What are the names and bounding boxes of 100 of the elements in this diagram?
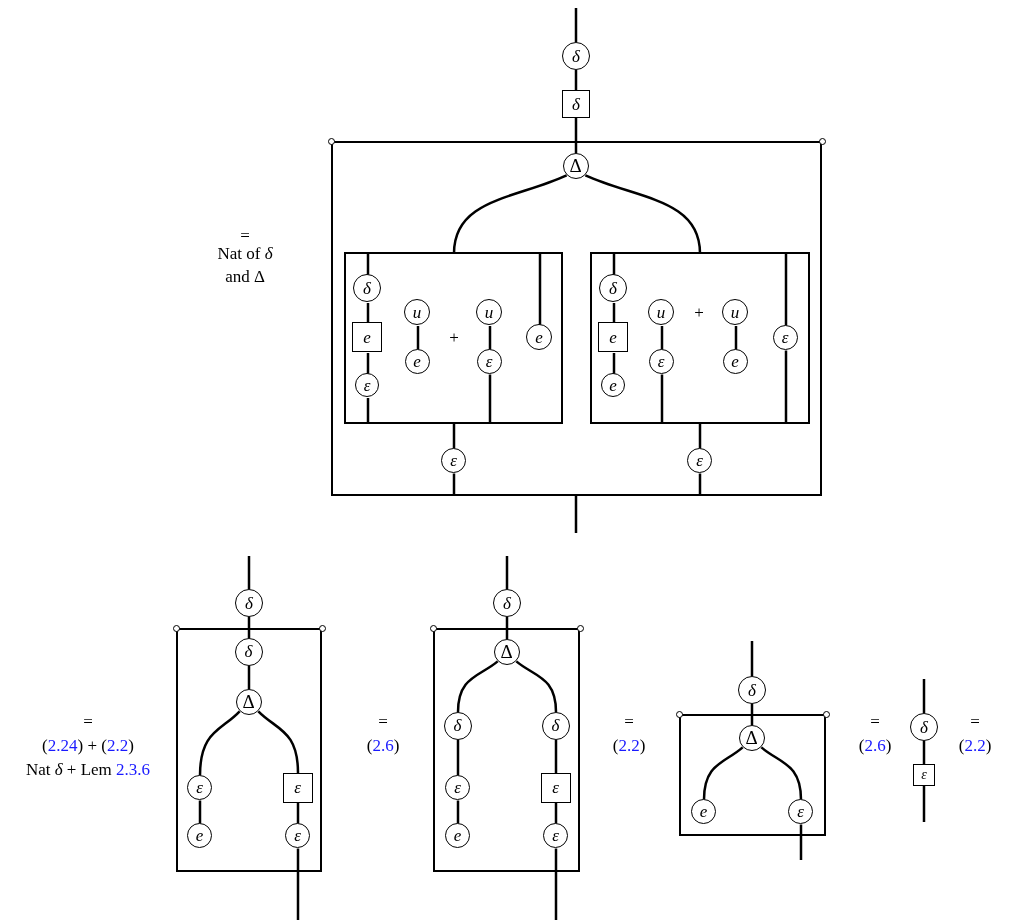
morphism-circle: Δ [738,724,765,751]
morphism-circle: e [187,823,212,848]
equals-sign: = [83,710,93,733]
wire [296,803,300,824]
equation-reference: (2.2) [612,734,646,757]
wire [366,353,370,374]
wire [456,660,499,713]
wire [505,617,509,639]
morphism-circle: u [722,299,748,325]
morphism-circle: δ [541,711,570,740]
wire [799,824,803,860]
morphism-circle: e [722,348,748,374]
morphism-circle: ε [441,448,466,473]
morphism-circle: δ [353,274,381,302]
wire [612,303,616,323]
wire [452,174,568,254]
morphism-circle: ε [687,448,712,473]
morphism-circle: δ [738,676,766,704]
wire [198,800,202,824]
morphism-circle: ε [772,324,798,350]
wire [452,473,456,495]
wire [750,704,754,725]
morphism-circle: Δ [235,688,262,715]
wire [247,617,251,638]
wire [612,353,616,374]
equals-sign: = [624,710,634,733]
wire [784,253,788,326]
wire [488,374,492,423]
morphism-circle: δ [235,589,263,617]
wire [734,326,738,350]
morphism-box: δ [562,90,590,118]
wire [452,422,456,449]
wire [750,641,754,676]
wire [554,740,558,773]
morphism-box: ε [913,764,935,786]
morphism-circle: δ [443,711,472,740]
morphism-box: e [598,322,628,352]
wire [784,350,788,423]
wire [257,710,300,774]
morphism-circle: u [476,299,502,325]
morphism-circle: ε [187,775,212,800]
wire [488,326,492,350]
wire [698,473,702,495]
morphism-circle: ε [445,775,470,800]
equation-reference: (2.6) [858,734,892,757]
morphism-circle: e [404,348,430,374]
equation-reference: (2.6) [366,734,400,757]
morphism-circle: δ [910,713,938,741]
wire [660,374,664,423]
wire [456,800,460,824]
morphism-circle: ε [285,823,310,848]
morphism-circle: ε [788,799,813,824]
plus-sign: + [449,326,459,349]
wire [574,70,578,90]
wire [538,253,542,325]
frame [343,251,563,424]
wire [760,746,803,800]
morphism-circle: ε [355,373,379,397]
wire [247,556,251,589]
wire [366,303,370,323]
wire [574,494,578,533]
wire [554,848,558,920]
wire [702,746,744,800]
equals-sign: = [970,710,980,733]
morphism-box: e [352,322,382,352]
wire [198,710,241,776]
wire [574,118,578,153]
morphism-circle: ε [543,823,568,848]
wire [660,326,664,350]
wire [922,741,926,764]
morphism-circle: u [648,299,674,325]
morphism-circle: e [691,799,716,824]
frame [589,251,810,424]
plus-sign: + [694,301,704,324]
morphism-circle: e [601,373,625,397]
morphism-circle: δ [599,274,627,302]
wire [366,398,370,423]
morphism-circle: ε [648,348,674,374]
wire [366,253,370,275]
morphism-circle: Δ [493,638,520,665]
morphism-circle: e [445,823,470,848]
equals-sign: = [870,710,880,733]
morphism-circle: u [404,299,430,325]
wire [456,740,460,776]
equals-sign: = [378,710,388,733]
morphism-box: ε [540,772,571,803]
wire [416,326,420,350]
wire [922,786,926,822]
wire [922,679,926,713]
morphism-circle: δ [493,589,521,617]
morphism-box: ε [282,772,313,803]
wire [574,8,578,42]
equation-reference: (2.24) + (2.2) [42,734,134,757]
wire [584,174,702,254]
wire [554,803,558,824]
wire [612,253,616,275]
morphism-circle: ε [476,348,502,374]
wire [698,422,702,449]
wire [515,660,558,713]
morphism-circle: δ [234,637,263,666]
